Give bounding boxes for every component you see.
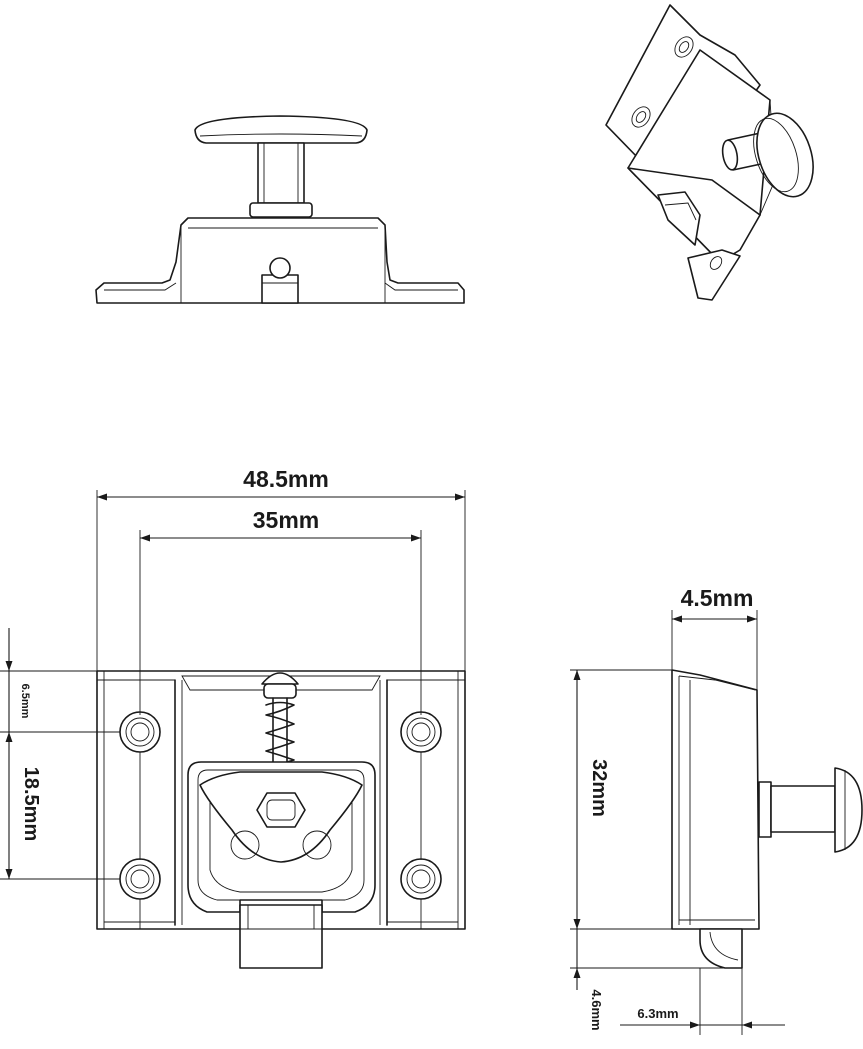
dim-overall-width-label: 48.5mm <box>243 466 329 492</box>
dim-height-label: 32mm <box>588 759 610 817</box>
screw-hole-bottom-left <box>119 858 161 900</box>
screw-hole-bottom-right <box>400 858 442 900</box>
dim-bolt-offset-label: 4.6mm <box>589 989 604 1030</box>
side-view <box>671 669 863 969</box>
dim-bolt-width-label: 6.3mm <box>637 1006 678 1021</box>
dim-hole-spacing-label: 35mm <box>253 507 319 533</box>
screw-hole-top-right <box>400 711 442 753</box>
dim-top-offset-label: 6.5mm <box>19 684 31 719</box>
dim-hole-vertical-spacing-label: 18.5mm <box>20 767 42 842</box>
top-elevation-view <box>95 115 465 304</box>
dimension-lines-side <box>570 610 785 1035</box>
dim-depth-label: 4.5mm <box>681 585 754 611</box>
spring <box>261 672 299 776</box>
front-view <box>96 670 466 969</box>
dimension-lines-front <box>0 490 466 929</box>
screw-hole-top-left <box>119 711 161 753</box>
isometric-view <box>605 4 814 301</box>
